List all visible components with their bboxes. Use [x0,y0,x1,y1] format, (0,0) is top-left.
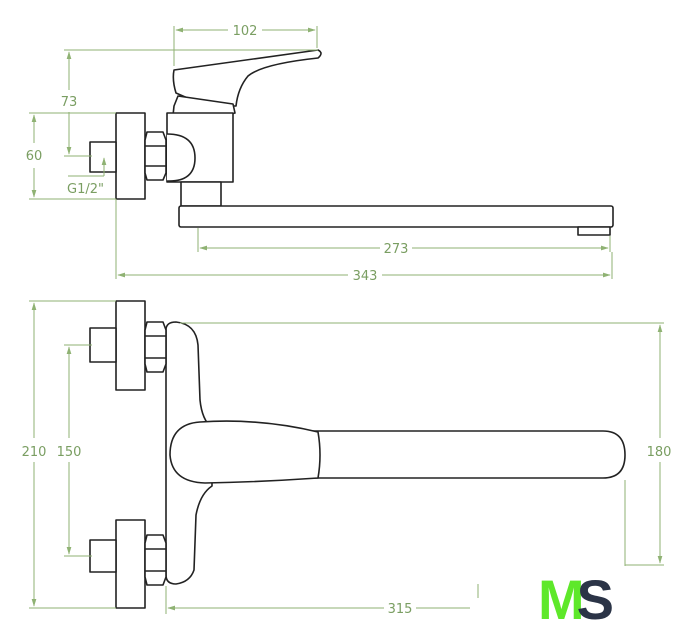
dim-label-210: 210 [22,445,47,460]
spout-side [178,205,614,228]
dim-thread: G1/2" [67,157,107,197]
logo-letter-m: M [538,568,585,631]
lever-handle [172,49,322,107]
brand-logo: MS [538,572,614,628]
dim-height-above-inlet: 73 [61,49,318,157]
front-view [89,300,626,609]
dim-label-60: 60 [26,149,43,164]
body-stem [180,181,222,207]
inlet-pipe-bottom [89,539,117,573]
dim-lever-reach: 102 [173,22,318,66]
logo-letter-s: S [576,568,614,631]
dim-label-315: 315 [388,602,413,617]
dim-label-180: 180 [647,445,672,460]
aerator [577,226,611,236]
dim-label-273: 273 [384,242,409,257]
dim-inlet-spacing: 150 [57,344,92,557]
flange-side [115,112,146,200]
flange-bottom [115,519,146,609]
side-view [89,49,614,236]
dim-label-102: 102 [233,24,258,39]
dim-label-150: 150 [57,445,82,460]
hex-nut-bottom [144,534,167,586]
lever-front [169,420,321,484]
dim-label-thread: G1/2" [67,182,104,197]
dim-label-343: 343 [353,269,378,284]
dim-spout-height: 180 [180,322,672,566]
dim-overall-height: 210 [22,300,116,609]
hex-nut-top [144,321,167,373]
dim-total-length: 343 [115,199,613,284]
dim-label-73: 73 [61,95,78,110]
dim-spout-reach: 315 [165,584,479,617]
inlet-pipe [89,141,117,173]
valve-dome [166,133,196,182]
flange-top [115,300,146,391]
inlet-pipe-top [89,327,117,363]
dim-flange-diameter: 60 [26,112,116,200]
spout-front [229,430,626,479]
dim-spout-length: 273 [197,228,611,257]
hex-nut [144,131,167,181]
